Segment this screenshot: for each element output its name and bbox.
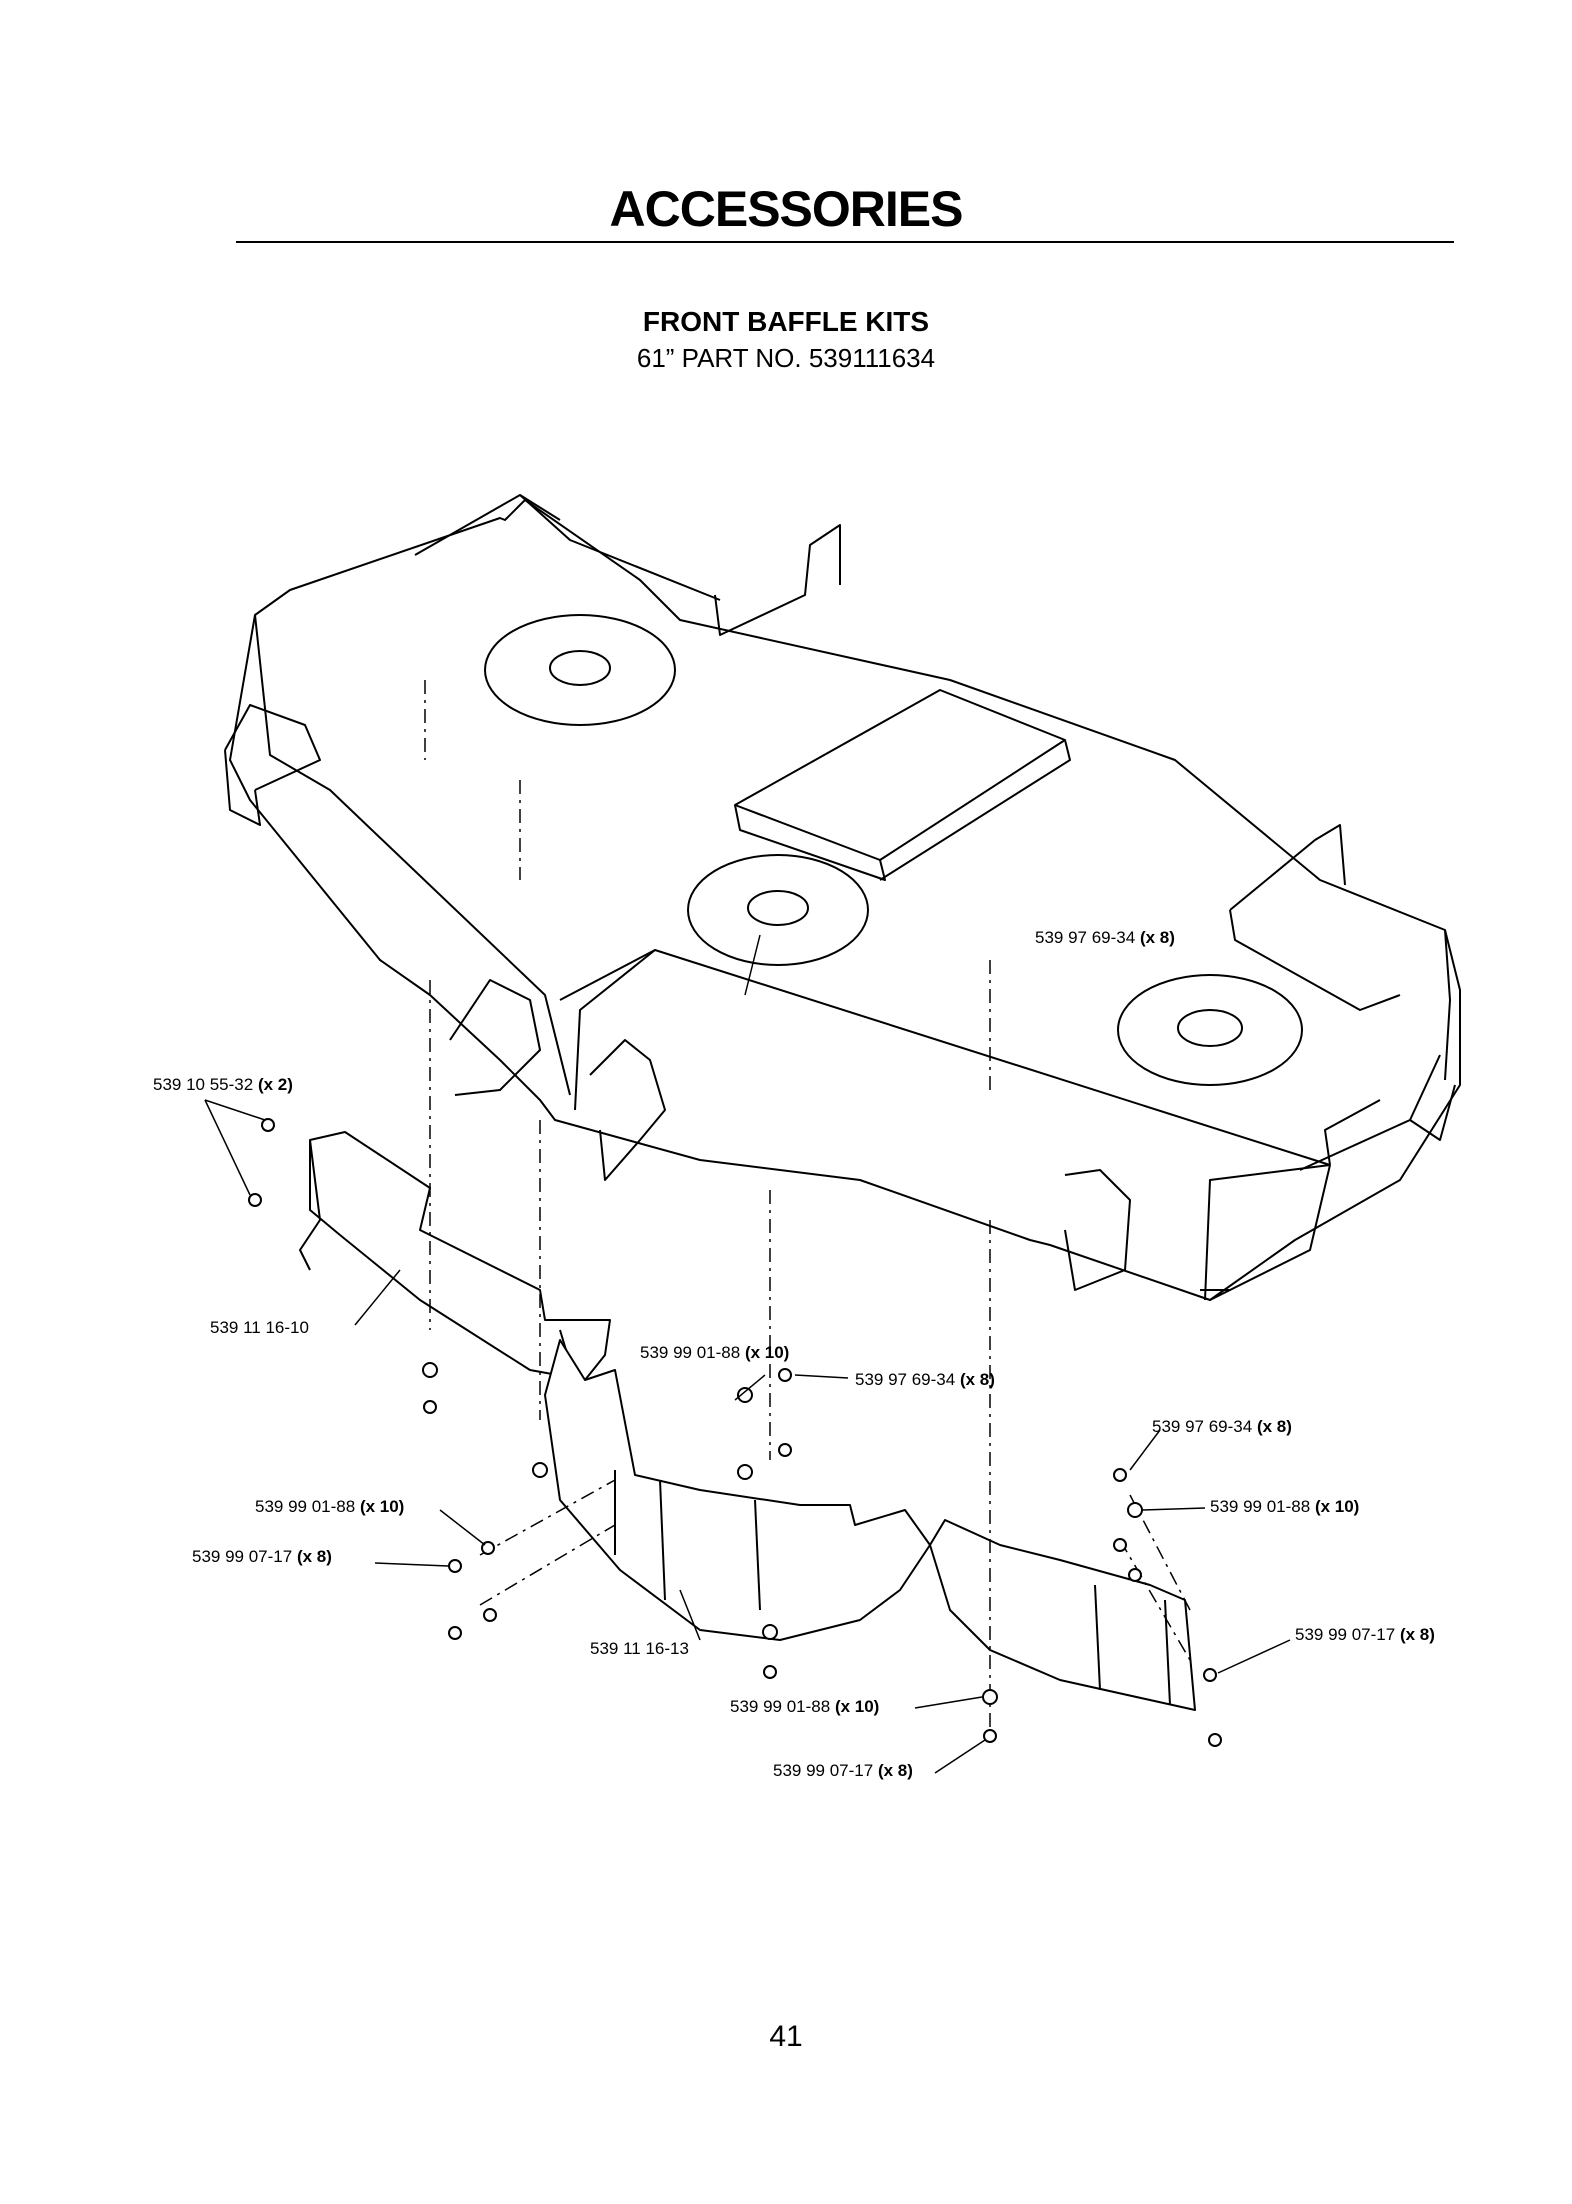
callout-539-99-07-17-right: 539 99 07-17 (x 8) xyxy=(1295,1625,1435,1644)
kit-title: FRONT BAFFLE KITS xyxy=(642,306,930,337)
page-title: ACCESSORIES xyxy=(609,181,964,237)
callout-539-99-01-88-center: 539 99 01-88 (x 10) xyxy=(640,1343,789,1362)
callout-539-97-69-34-center: 539 97 69-34 (x 8) xyxy=(855,1370,995,1389)
callout-539-11-16-10: 539 11 16-10 xyxy=(210,1318,309,1337)
callout-539-99-07-17-left: 539 99 07-17 (x 8) xyxy=(192,1547,332,1566)
callout-539-97-69-34-right: 539 97 69-34 (x 8) xyxy=(1152,1417,1292,1436)
title-rule xyxy=(236,241,1454,243)
spindle-discs xyxy=(484,614,1303,1086)
center-baffle xyxy=(544,1339,931,1641)
callout-leaders xyxy=(204,934,1291,1774)
callout-539-99-07-17-bottom: 539 99 07-17 (x 8) xyxy=(773,1761,913,1780)
callout-539-11-16-13: 539 11 16-13 xyxy=(590,1639,689,1658)
callout-539-99-01-88-bottom: 539 99 01-88 (x 10) xyxy=(730,1697,879,1716)
assembly-guides xyxy=(424,680,1191,1730)
right-baffle xyxy=(929,1519,1196,1711)
callout-539-97-69-34-top: 539 97 69-34 (x 8) xyxy=(1035,928,1175,947)
callout-539-99-01-88-left: 539 99 01-88 (x 10) xyxy=(255,1497,404,1516)
page-number: 41 xyxy=(769,2020,803,2053)
callout-539-10-55-32: 539 10 55-32 (x 2) xyxy=(153,1075,293,1094)
kit-part-number: 61” PART NO. 539111634 xyxy=(636,343,936,373)
callout-labels: 539 10 55-32 (x 2) 539 11 16-10 539 97 6… xyxy=(153,928,1435,1780)
fasteners xyxy=(248,1118,1222,1747)
callout-539-99-01-88-right: 539 99 01-88 (x 10) xyxy=(1210,1497,1359,1516)
left-baffle xyxy=(299,1131,611,1381)
